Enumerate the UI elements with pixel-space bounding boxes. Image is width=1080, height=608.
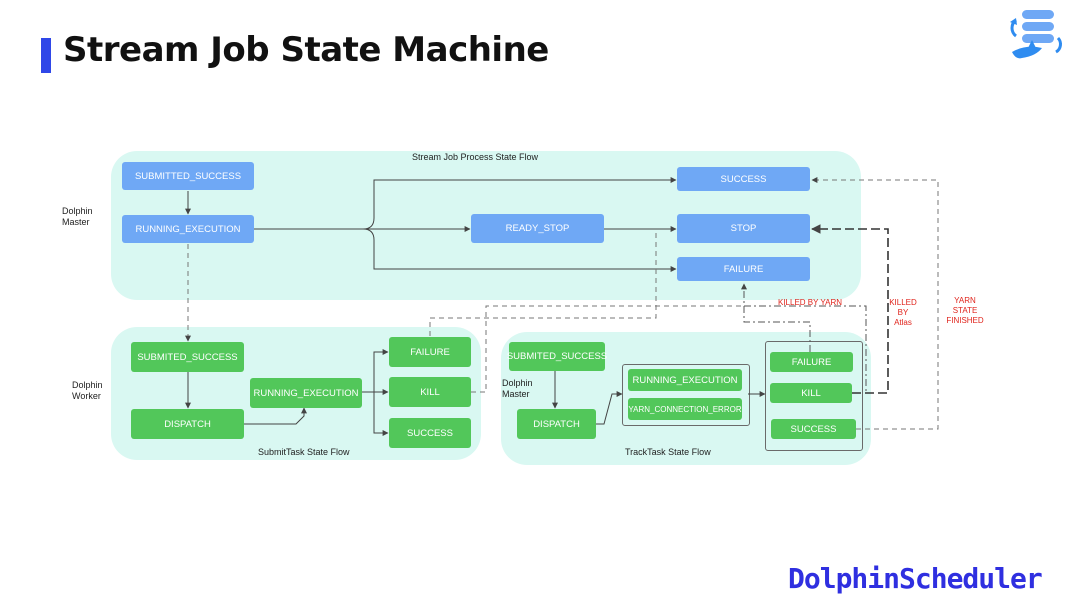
role-label-track-dolphin-master: Dolphin Master [502, 378, 533, 399]
killed-by-atlas-label: KILLED BY Atlas [889, 298, 917, 327]
process-running-execution-state: RUNNING_EXECUTION [122, 215, 254, 243]
submit-success-state: SUCCESS [389, 418, 471, 448]
process-ready-stop-state: READY_STOP [471, 214, 604, 243]
track-panel-title: TrackTask State Flow [625, 447, 711, 457]
track-success-state: SUCCESS [771, 419, 856, 439]
killed-by-yarn-label: KILLED BY YARN [778, 298, 843, 307]
track-running-execution-state: RUNNING_EXECUTION [628, 369, 742, 391]
submit-running-execution-state: RUNNING_EXECUTION [250, 378, 362, 408]
submit-failure-state: FAILURE [389, 337, 471, 367]
track-submited-success-state: SUBMITED_SUCCESS [507, 342, 607, 371]
role-label-dolphin-worker: Dolphin Worker [72, 380, 103, 401]
track-dispatch-state: DISPATCH [517, 409, 596, 439]
process-success-state: SUCCESS [677, 167, 810, 191]
brand-wordmark: DolphinScheduler [788, 562, 1043, 595]
title-accent-bar [41, 38, 51, 73]
track-kill-state: KILL [770, 383, 852, 403]
dolphinscheduler-logo-icon [1010, 10, 1062, 59]
submit-kill-state: KILL [389, 377, 471, 407]
process-panel-title: Stream Job Process State Flow [412, 152, 539, 162]
process-failure-state: FAILURE [677, 257, 810, 281]
role-label-dolphin-master: Dolphin Master [62, 206, 93, 227]
submit-panel-title: SubmitTask State Flow [258, 447, 350, 457]
submit-submited-success-state: SUBMITED_SUCCESS [131, 342, 244, 372]
submit-dispatch-state: DISPATCH [131, 409, 244, 439]
process-stop-state: STOP [677, 214, 810, 243]
page-title: Stream Job State Machine [63, 30, 549, 70]
yarn-state-finished-label: YARN STATE FINISHED [946, 296, 984, 325]
track-failure-state: FAILURE [770, 352, 853, 372]
track-yarn-connection-error-state: YARN_CONNECTION_ERROR [628, 398, 742, 420]
process-submitted-success-state: SUBMITTED_SUCCESS [122, 162, 254, 190]
